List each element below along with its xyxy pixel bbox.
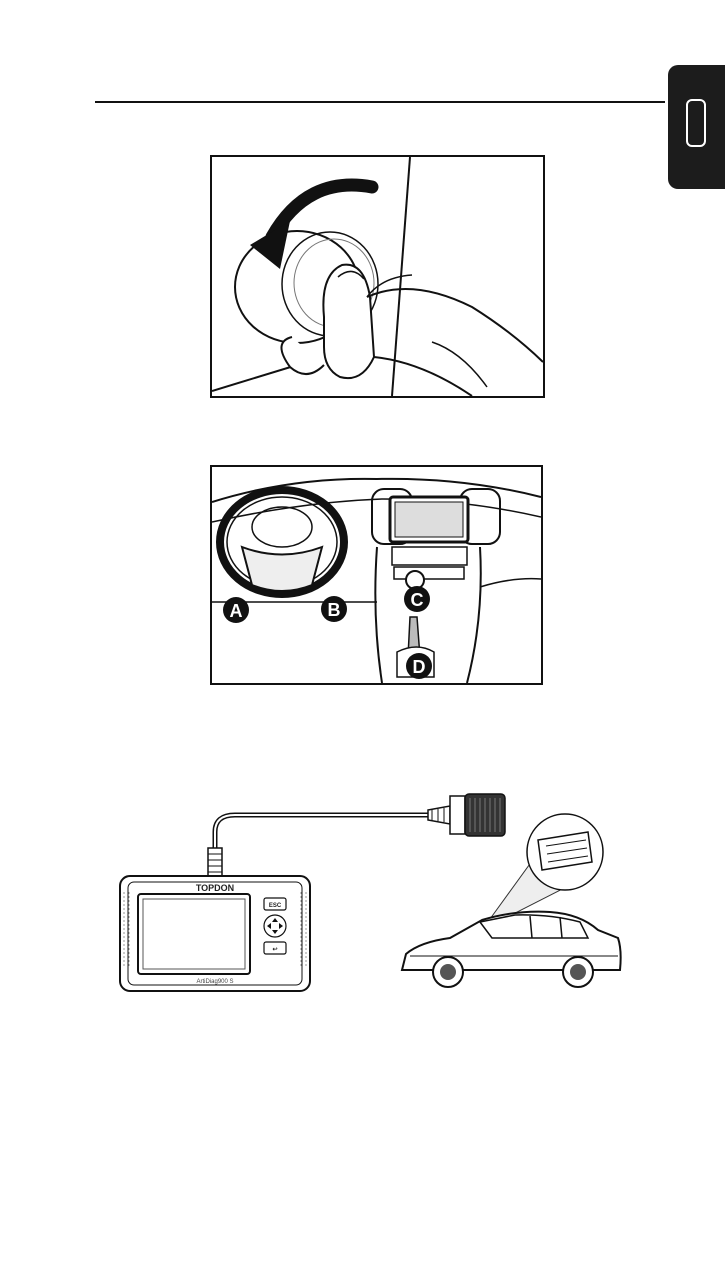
esc-button-label: ESC (269, 903, 282, 909)
header-rule (95, 101, 665, 103)
svg-text:A: A (230, 601, 243, 621)
marker-a: A (223, 597, 249, 623)
back-button-label: ↩ (272, 947, 277, 953)
marker-b: B (321, 596, 347, 622)
scan-tool-device: TOPDON ArtiDiag900 S ESC ↩ (120, 876, 310, 991)
dashboard-figure: A B C D (210, 465, 543, 685)
ignition-slot-icon (686, 99, 706, 147)
svg-text:B: B (328, 600, 341, 620)
dashboard-illustration: A B C D (212, 467, 541, 683)
connection-figure: TOPDON ArtiDiag900 S ESC ↩ (110, 770, 630, 1020)
connection-illustration: TOPDON ArtiDiag900 S ESC ↩ (110, 770, 630, 1020)
marker-d: D (406, 653, 432, 679)
device-model: ArtiDiag900 S (196, 979, 233, 985)
marker-c: C (404, 586, 430, 612)
car-illustration (402, 912, 621, 987)
section-tab (668, 65, 725, 189)
svg-text:C: C (411, 590, 424, 610)
ignition-knob-illustration (212, 157, 543, 396)
svg-text:D: D (413, 657, 426, 677)
device-brand: TOPDON (196, 883, 234, 893)
ignition-knob-figure (210, 155, 545, 398)
